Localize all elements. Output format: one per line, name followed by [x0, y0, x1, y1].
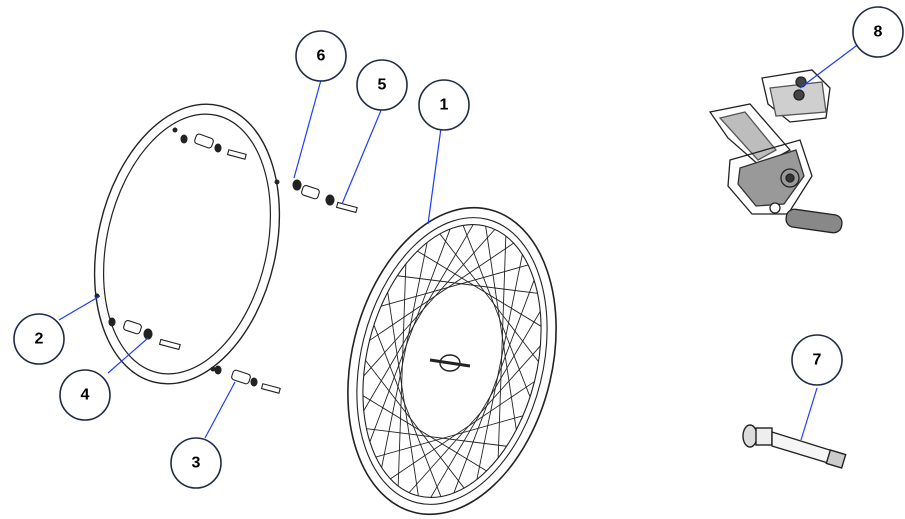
top-hardware-icon — [180, 133, 247, 160]
spoke — [369, 228, 451, 442]
wheel-spokes — [362, 224, 542, 498]
callout-7: 7 — [791, 334, 843, 386]
axle-bolt-icon — [292, 179, 358, 214]
spacer-icon — [108, 317, 181, 351]
callout-2: 2 — [13, 313, 65, 365]
leader-5 — [341, 107, 383, 205]
spoke — [462, 225, 531, 398]
callout-5-label: 5 — [378, 77, 387, 94]
leader-4 — [107, 337, 149, 374]
callout-2-label: 2 — [35, 331, 44, 348]
callout-3-label: 3 — [192, 455, 201, 472]
spoke — [390, 381, 535, 480]
spoke — [365, 360, 465, 489]
spoke — [363, 224, 474, 411]
bottom-hardware-icon — [214, 365, 281, 394]
spoke — [373, 324, 442, 497]
spoke — [476, 254, 523, 480]
wheel-icon — [347, 206, 557, 516]
spoke — [397, 275, 538, 294]
spoke — [387, 292, 419, 496]
tire-ring-icon — [93, 103, 281, 385]
leader-lines — [58, 42, 861, 441]
callout-1: 1 — [418, 79, 470, 131]
leader-3 — [204, 381, 236, 439]
spoke — [439, 233, 539, 362]
callout-3: 3 — [170, 437, 222, 489]
leader-7 — [800, 387, 818, 441]
callout-6-label: 6 — [317, 48, 326, 65]
spoke — [497, 236, 507, 458]
spoke — [453, 280, 535, 494]
spoke — [381, 242, 428, 468]
wheel-lock-icon — [708, 69, 843, 234]
spoke — [363, 229, 496, 377]
spoke — [362, 395, 487, 472]
callout-5: 5 — [356, 59, 408, 111]
callout-8: 8 — [852, 6, 904, 58]
callout-6: 6 — [295, 30, 347, 82]
spoke — [485, 226, 517, 430]
spoke — [380, 264, 529, 307]
spoke — [430, 311, 541, 498]
spoke — [369, 242, 514, 341]
leader-2 — [58, 295, 101, 321]
callout-1-label: 1 — [440, 97, 449, 114]
spoke — [366, 428, 507, 447]
callout-4-label: 4 — [81, 387, 90, 404]
callout-4: 4 — [59, 369, 111, 421]
callout-7-label: 7 — [813, 352, 822, 369]
axle-pin-icon — [742, 424, 847, 469]
leader-8 — [799, 42, 861, 89]
spoke — [397, 264, 407, 486]
spoke — [375, 415, 524, 458]
leader-6 — [293, 79, 322, 179]
spoke — [417, 250, 542, 327]
leader-1 — [427, 127, 442, 225]
spoke — [408, 345, 541, 493]
callout-8-label: 8 — [874, 24, 883, 41]
